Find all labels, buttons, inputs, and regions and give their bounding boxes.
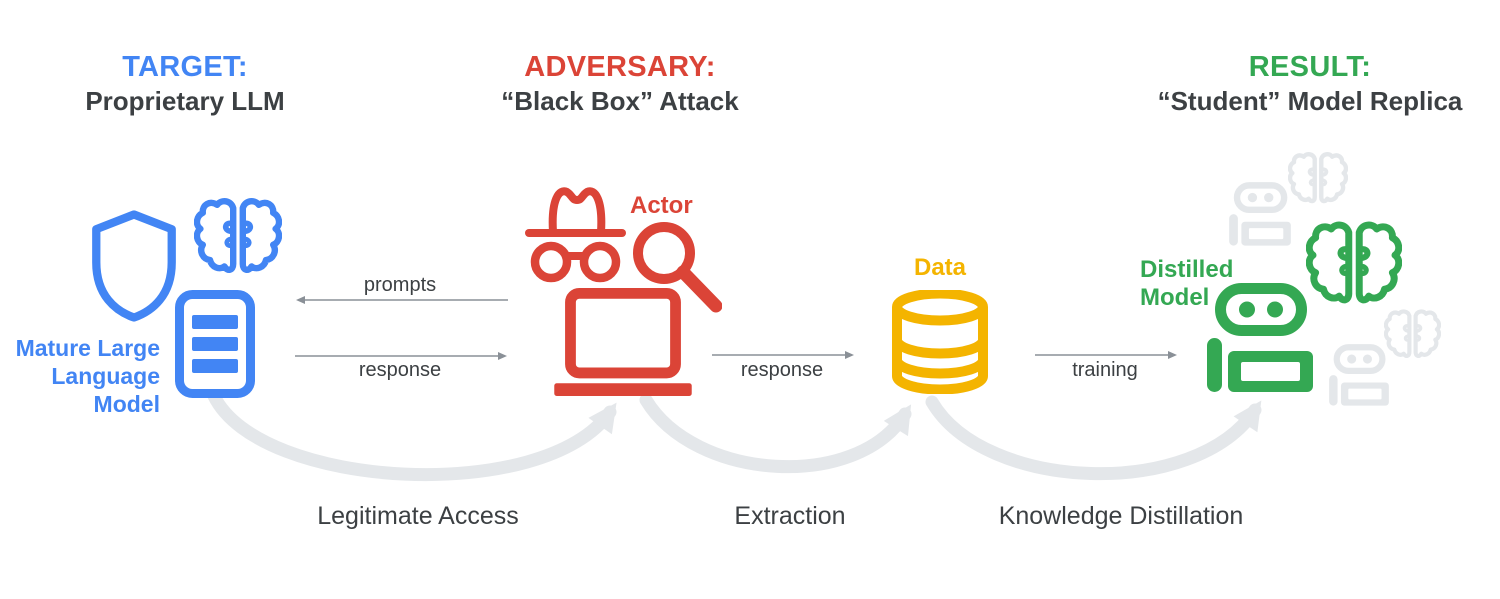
response-right-label: response (740, 359, 824, 381)
target-subtitle: Proprietary LLM (85, 86, 285, 116)
brain-icon (1306, 216, 1402, 310)
training-label: training (1072, 359, 1138, 381)
adversary-title: ADVERSARY: (524, 51, 716, 83)
extraction-arc (639, 393, 912, 474)
result-title: RESULT: (1248, 51, 1372, 83)
ghost-brain-icon (1384, 306, 1441, 362)
document-icon (175, 290, 255, 398)
legitimate-access-arc (207, 389, 617, 481)
actor-caption: Actor (630, 192, 693, 219)
ghost-robot-icon (1328, 342, 1390, 406)
brain-icon (194, 190, 282, 282)
response-left-label: response (358, 359, 442, 381)
mature-model-caption: Mature Large Language Model (15, 335, 160, 417)
adversary-heading: ADVERSARY: “Black Box” Attack (470, 50, 770, 118)
knowledge-distillation-arc (925, 395, 1262, 481)
distilled-model-caption: Distilled Model (1140, 256, 1234, 311)
laptop-icon (554, 288, 692, 396)
legitimate-access-label: Legitimate Access (317, 502, 519, 530)
prompts-label: prompts (363, 274, 437, 296)
knowledge-distillation-label: Knowledge Distillation (998, 502, 1244, 530)
result-subtitle: “Student” Model Replica (1157, 86, 1463, 116)
target-heading: TARGET: Proprietary LLM (35, 50, 335, 118)
ghost-brain-icon (1288, 146, 1348, 210)
result-heading: RESULT: “Student” Model Replica (1128, 50, 1492, 118)
extraction-label: Extraction (734, 502, 846, 530)
incognito-hat-glasses-icon (524, 186, 626, 286)
database-icon (888, 290, 992, 394)
ghost-robot-icon (1228, 180, 1292, 246)
data-caption: Data (913, 254, 967, 281)
shield-icon (88, 208, 180, 324)
target-title: TARGET: (122, 51, 248, 83)
adversary-subtitle: “Black Box” Attack (501, 86, 739, 116)
